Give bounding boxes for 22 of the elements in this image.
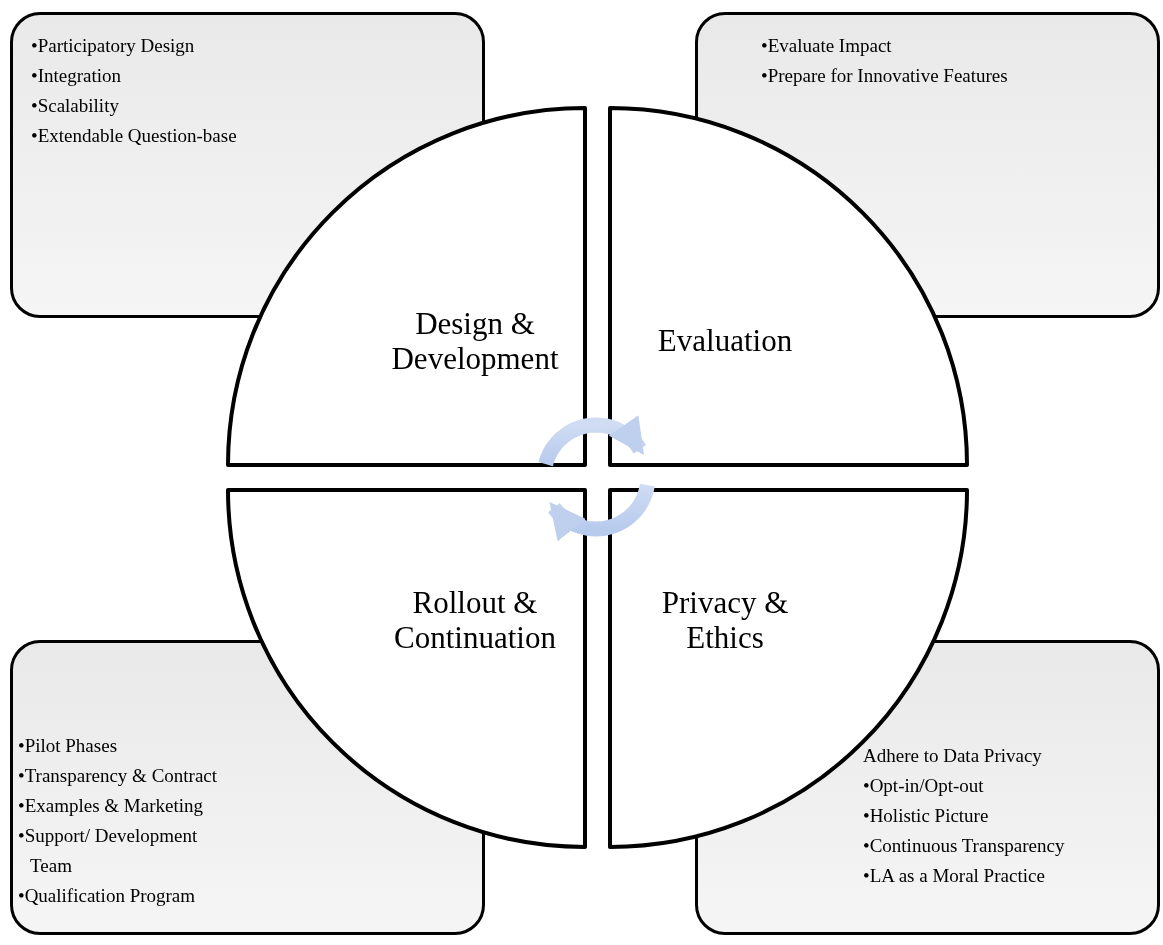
bullet-item: •Continuous Transparency — [863, 834, 1066, 858]
bullet-item: •Pilot Phases — [18, 734, 119, 758]
bullet-item: •Prepare for Innovative Features — [761, 64, 1009, 88]
segment-label: Privacy & Ethics — [660, 585, 790, 655]
bullet-item: •Transparency & Contract — [18, 764, 219, 788]
segment-label: Rollout & Continuation — [393, 585, 557, 655]
bullet-item: •Holistic Picture — [863, 804, 990, 828]
bullet-item: •Participatory Design — [31, 34, 196, 58]
bullet-item: •Evaluate Impact — [761, 34, 893, 58]
bullet-item: •Support/ Development Team — [18, 824, 199, 878]
bullet-item: •Qualification Program — [18, 884, 197, 908]
bullet-item: •Examples & Marketing — [18, 794, 204, 818]
bullet-item: •Opt-in/Opt-out — [863, 774, 985, 798]
cycle-arrow — [548, 481, 655, 542]
bullet-item: Adhere to Data Privacy — [863, 744, 1043, 768]
bullet-item: •Extendable Question-base — [31, 124, 238, 148]
cycle-arrow — [538, 415, 647, 468]
segment-label: Evaluation — [656, 323, 794, 358]
segment-label: Design & Development — [390, 306, 560, 376]
bullet-item: •Scalability — [31, 94, 120, 118]
bullet-item: •LA as a Moral Practice — [863, 864, 1046, 888]
bullet-item: •Integration — [31, 64, 122, 88]
